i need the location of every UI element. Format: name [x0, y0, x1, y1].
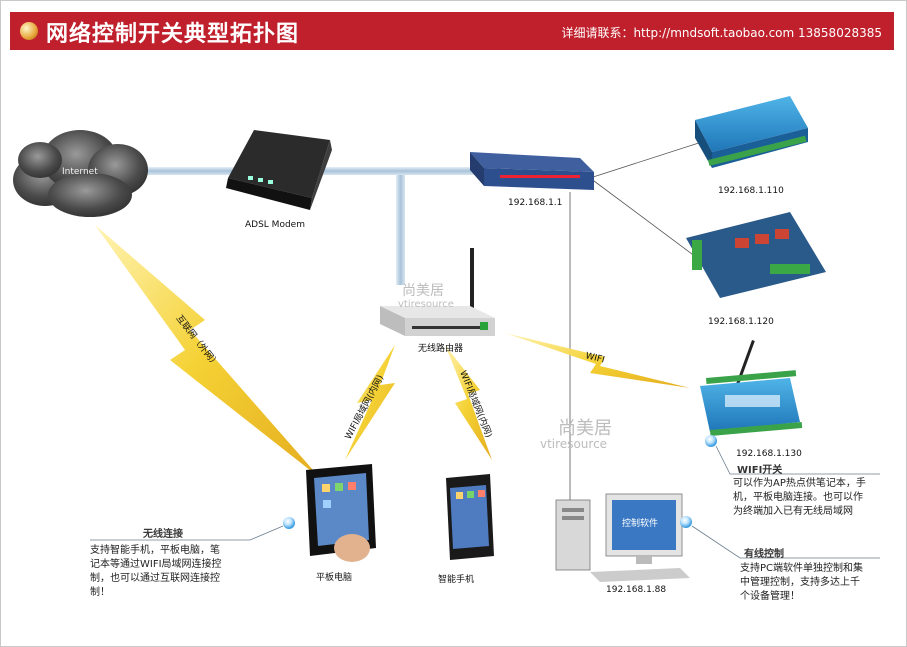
wireless-note-line: 支持智能手机，平板电脑，笔	[90, 545, 220, 556]
page-title: 网络控制开关典型拓扑图	[46, 22, 300, 47]
callout-line-wireless	[90, 525, 284, 541]
tablet-icon	[306, 464, 376, 562]
bolt-router-tablet	[345, 345, 395, 460]
wired-note-line: 支持PC端软件单独控制和集	[740, 563, 864, 574]
title-bar: 网络控制开关典型拓扑图 详细请联系：http://mndsoft.taobao.…	[10, 12, 894, 50]
wireless-note-title: 无线连接	[143, 529, 183, 540]
link-wifi-lan-1-label: WIFI局域网(内网)	[342, 373, 386, 442]
device-3-ip: 192.168.1.130	[736, 449, 802, 459]
computer-tower-icon	[555, 499, 591, 571]
wireless-note: 支持智能手机，平板电脑，笔 记本等通过WIFI局域网连接控 制，也可以通过互联网…	[90, 544, 280, 600]
line-switch-dev2	[589, 177, 701, 261]
wireless-router-icon	[380, 248, 495, 336]
watermark-1: 尚美居	[402, 283, 444, 299]
link-wifi-label: WIFI	[584, 351, 605, 365]
pipe-modem-switch	[315, 167, 475, 175]
wireless-note-line: 制，也可以通过互联网连接控	[90, 573, 220, 584]
wireless-note-line: 记本等通过WIFI局域网连接控	[90, 559, 222, 570]
switch-icon	[470, 152, 594, 190]
pipe-to-router	[396, 175, 405, 285]
watermark-2b: vtiresource	[540, 437, 607, 451]
internet-label: Internet	[62, 167, 98, 177]
wired-note-title: 有线控制	[744, 549, 784, 560]
wifi-note-line: 可以作为AP热点供笔记本，手	[733, 478, 866, 489]
watermark-1b: vtiresource	[398, 299, 454, 310]
watermark-2: 尚美居	[558, 418, 612, 439]
controller-board-icon	[686, 212, 826, 298]
callout-bubble-wireless	[283, 517, 295, 529]
smartphone-icon	[446, 474, 494, 560]
bolt-router-wifi	[505, 333, 690, 388]
monitor-icon	[590, 493, 690, 582]
switch-ip: 192.168.1.1	[508, 198, 562, 208]
adsl-modem-icon	[226, 130, 332, 210]
callout-bubble-wifi	[705, 435, 717, 447]
device-2-ip: 192.168.1.120	[708, 317, 774, 327]
contact-info: 详细请联系：http://mndsoft.taobao.com 13858028…	[561, 26, 882, 40]
wired-note-line: 中管理控制，支持多达上千	[740, 577, 860, 588]
callout-bubble-wired	[680, 516, 692, 528]
wifi-controller-icon	[700, 340, 803, 436]
wired-note-line: 个设备管理！	[740, 591, 800, 602]
wired-note: 支持PC端软件单独控制和集 中管理控制，支持多达上千 个设备管理！	[740, 562, 895, 604]
bolt-internet	[95, 225, 320, 478]
wifi-note-line: 为终端加入已有无线局域网	[733, 506, 853, 517]
wireless-note-line: 制！	[90, 587, 110, 598]
pc-ip: 192.168.1.88	[606, 585, 666, 595]
wifi-note-title: WIFI开关	[737, 465, 783, 476]
controller-device-1-icon	[695, 96, 808, 168]
line-switch-dev1	[589, 139, 709, 179]
bolt-router-phone	[445, 345, 492, 460]
callout-line-wired	[691, 525, 880, 559]
modem-label: ADSL Modem	[245, 220, 305, 230]
phone-label: 智能手机	[438, 573, 474, 585]
pc-screen-label: 控制软件	[622, 517, 658, 529]
callout-line-wifi	[715, 445, 880, 475]
device-1-ip: 192.168.1.110	[718, 186, 784, 196]
wifi-note-line: 机，平板电脑连接。也可以作	[733, 492, 863, 503]
router-label: 无线路由器	[418, 342, 463, 354]
bullet-icon	[20, 22, 38, 40]
pipe-internet-modem	[110, 167, 240, 175]
tablet-label: 平板电脑	[316, 571, 352, 583]
wifi-note: 可以作为AP热点供笔记本，手 机，平板电脑连接。也可以作 为终端加入已有无线局域…	[733, 477, 893, 519]
internet-cloud-icon	[13, 130, 148, 217]
